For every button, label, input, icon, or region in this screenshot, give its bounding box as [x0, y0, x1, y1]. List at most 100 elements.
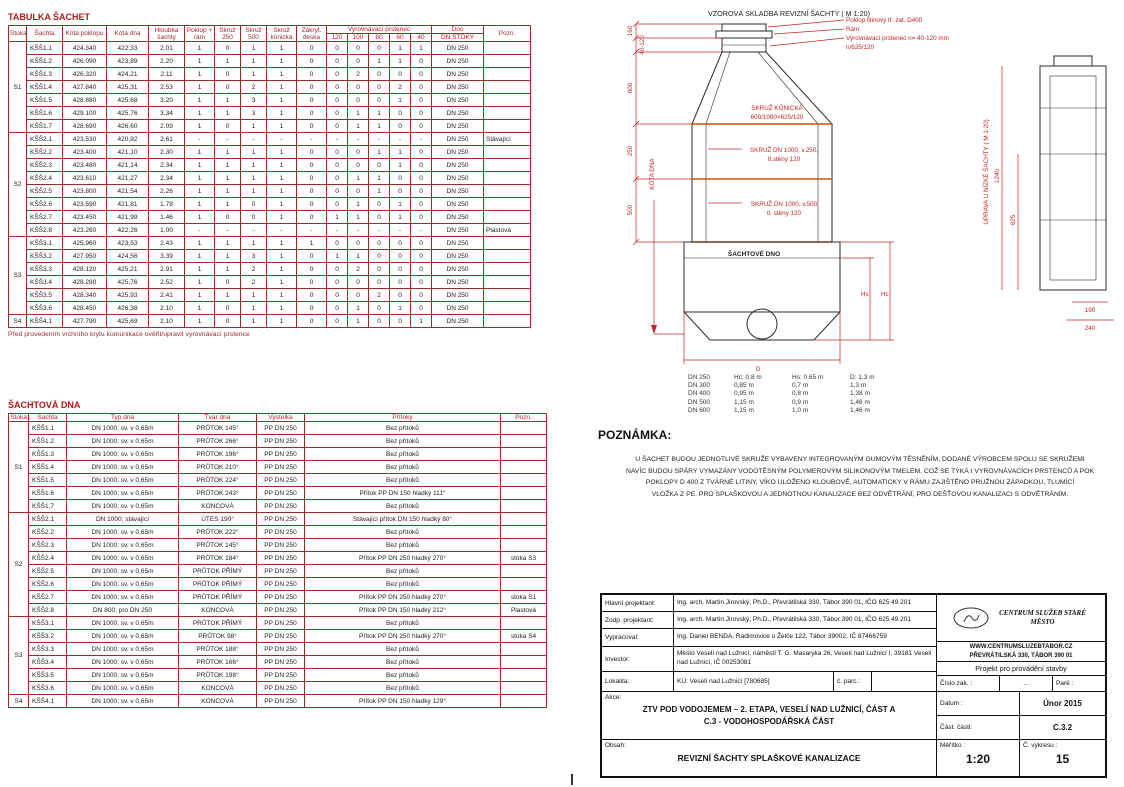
cell: 0 [296, 67, 327, 82]
cell: 1 [266, 106, 297, 121]
ring-labels: SKRUŽ KÓNICKÁ 600/1000×625/120 SKRUŽ DN … [708, 103, 818, 258]
poznamka-text: U ŠACHET BUDOU JEDNOTLIVÉ SKRUŽE VYBAVEN… [598, 454, 1122, 500]
cell: 425,69 [106, 314, 149, 329]
cell: 1 [266, 197, 297, 212]
sachtova-dna-title: ŠACHTOVÁ DNA [8, 400, 81, 410]
cell: 1 [347, 106, 369, 121]
cell: PP DN 250 [256, 551, 305, 566]
cell: 2,61 [148, 132, 185, 147]
company-name: CENTRUM SLUŽEB STARÉ MĚSTO [999, 609, 1086, 626]
field-value: Ing. arch. Martin Jirovský, Ph.D., Převr… [674, 595, 937, 612]
cell [483, 184, 532, 199]
cell: 3 [240, 106, 267, 121]
cell: DN 250 [431, 197, 485, 212]
cell: 0 [347, 184, 369, 199]
cell: stoka S3 [500, 551, 547, 566]
cover-note-line: Poklop litinový tř. zat. D400 [846, 17, 923, 24]
cell: 423.530 [62, 132, 107, 147]
cell: 422,26 [106, 223, 149, 238]
cell: 1 [368, 184, 390, 199]
dim-190-label: 190 [1085, 307, 1096, 314]
cell: 1 [184, 236, 215, 251]
cell: DN 1000; sv. v 0,65m [66, 434, 179, 449]
cell: PP DN 250 [256, 668, 305, 683]
cell: 421,10 [106, 145, 149, 160]
cell: 1 [368, 106, 390, 121]
cell: 421,81 [106, 197, 149, 212]
konicka-label: 600/1000×625/120 [751, 114, 804, 121]
cell: DN 1000; sv. v 0,65m [66, 629, 179, 644]
cell: 1 [266, 301, 297, 316]
column-header: Stoka [8, 412, 29, 423]
cell: 1 [240, 171, 267, 186]
dim-240-label: 240 [1085, 325, 1096, 332]
cell: 0 [326, 301, 348, 316]
cell: 1 [240, 41, 267, 56]
cell [483, 158, 532, 173]
cell: DN 1000; sv. v 0,65m [66, 681, 179, 696]
obsah-value: REVIZNÍ ŠACHTY SPLAŠKOVÉ KANALIZACE [677, 753, 861, 763]
cell: 0 [214, 301, 241, 316]
cell: 2.11 [148, 67, 185, 82]
cell: KŠŠ2.6 [28, 577, 67, 592]
cell: DN 250 [431, 67, 485, 82]
cell: 2 [368, 288, 390, 303]
cell: 1 [347, 197, 369, 212]
akce-line2: C.3 - VODOHOSPODÁŘSKÁ ČÁST [703, 716, 835, 726]
cell: 1 [184, 119, 215, 134]
cell: PP DN 250 [256, 473, 305, 488]
cell: 1 [266, 236, 297, 251]
cell: DN 250 [431, 80, 485, 95]
cell: PP DN 250 [256, 590, 305, 605]
cell: 1 [389, 145, 411, 160]
cell: KŠŠ2.7 [28, 590, 67, 605]
cell: 3 [240, 249, 267, 264]
meritko-label: Měřítko : [940, 742, 966, 749]
stoka-cell: S2 [8, 512, 29, 618]
column-header: Šachta [28, 412, 67, 423]
cell: 0 [409, 262, 433, 277]
cell: 428.280 [62, 275, 107, 290]
cell: DN 250 [431, 249, 485, 264]
cell: Bez přítoků [304, 421, 501, 436]
akce-cell: Akce: ZTV POD VODOJEMEM – 2. ETAPA, VESE… [602, 692, 937, 740]
cell: 0 [409, 54, 433, 69]
cell: 1 [347, 314, 369, 329]
cell: 425,68 [106, 93, 149, 108]
cell: 0 [326, 158, 348, 173]
cell: 0 [389, 262, 411, 277]
cell: 2.10 [148, 301, 185, 316]
tabulka-sachet-footnote: Před provedením vrchního krytu komunikac… [8, 331, 250, 339]
low-shaft-detail: ÚPRAVA U NÍZKÉ ŠACHTY ( M 1:20) 1240 625… [981, 55, 1114, 332]
cell: PP DN 250 [256, 694, 305, 709]
cell: 1 [184, 184, 215, 199]
cell: - [266, 223, 297, 238]
cell: DN 250 [431, 145, 485, 160]
vykres-value: 15 [1055, 752, 1070, 766]
cell: 427.790 [62, 314, 107, 329]
cell [483, 197, 532, 212]
cell: - [214, 223, 241, 238]
cell: Bez přítoků [304, 577, 501, 592]
cell: 0 [409, 171, 433, 186]
cell: 0 [326, 288, 348, 303]
cell: 0 [296, 184, 327, 199]
cell: 0 [368, 210, 390, 225]
cell: - [266, 132, 297, 147]
cell: 1 [266, 288, 297, 303]
cell [500, 512, 547, 527]
akce-text: ZTV POD VODOJEMEM – 2. ETAPA, VESELÍ NAD… [605, 704, 933, 726]
cell: 429.100 [62, 106, 107, 121]
dn-cell: 1,38 m [850, 390, 870, 398]
cell [500, 538, 547, 553]
cell: 1 [184, 67, 215, 82]
cell: 426,38 [106, 301, 149, 316]
cell [500, 421, 547, 436]
cell: 1 [266, 80, 297, 95]
